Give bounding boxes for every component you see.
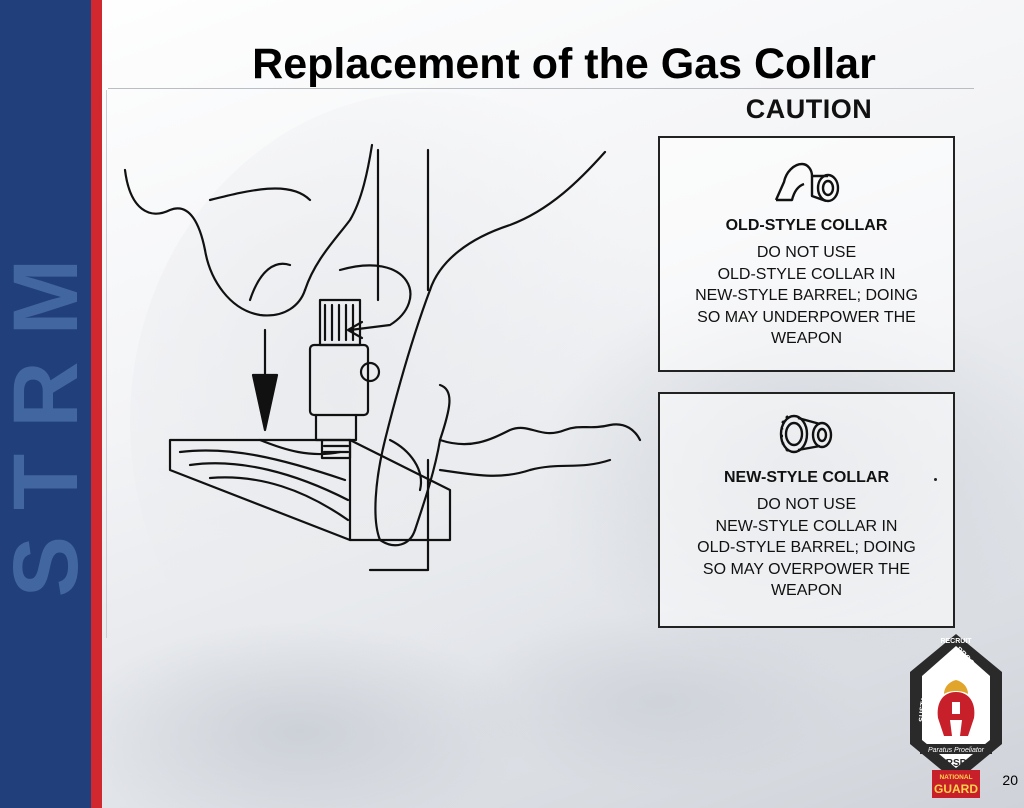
old-style-collar-warning: DO NOT USE OLD-STYLE COLLAR IN NEW-STYLE… [695,244,918,347]
sidebar: STRM [0,0,97,808]
collar-installation-illustration [123,143,642,572]
rsp-badge-logo: SUSTAINMENT PROGRAM RECRUIT Paratus Proe… [910,634,1002,798]
old-style-collar-heading: OLD-STYLE COLLAR [725,217,888,234]
badge-guard: GUARD [934,782,978,796]
new-style-collar-warning: DO NOT USE NEW-STYLE COLLAR IN OLD-STYLE… [697,496,916,599]
old-style-collar-caution: OLD-STYLE COLLAR DO NOT USE OLD-STYLE CO… [658,136,955,372]
badge-motto: Paratus Proeliator [928,747,985,754]
slide-title: Replacement of the Gas Collar [252,40,876,88]
badge-rsp: RSP [946,758,967,769]
sidebar-word: STRM [0,232,97,598]
old-style-collar-icon [774,162,839,203]
new-style-collar-caution: NEW-STYLE COLLAR DO NOT USE NEW-STYLE CO… [658,392,955,628]
badge-arc-top: RECRUIT [940,638,972,645]
badge-national: NATIONAL [939,774,972,781]
figure-divider [106,90,107,638]
sidebar-stripe [91,0,102,808]
title-rule [108,88,974,89]
stray-mark [934,478,937,481]
new-style-collar-heading: NEW-STYLE COLLAR [724,469,889,486]
page-number: 20 [1002,772,1018,788]
new-style-collar-icon [779,414,832,454]
caution-heading: CAUTION [745,94,873,124]
